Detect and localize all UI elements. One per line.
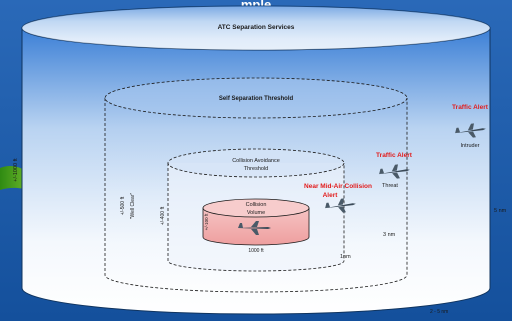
nmac-alert-line2: Alert [323,192,339,199]
atc-height-label: +/-1000 ft [13,158,19,182]
collision-avoidance-title-line2: Threshold [244,166,268,172]
collision-avoidance-height-label: +/-400 ft [160,206,166,225]
atc-title: ATC Separation Services [218,24,295,31]
ownship-aircraft-icon [238,221,271,235]
self-separation-radius-label: 3 nm [383,232,396,238]
collision-volume-cylinder [202,198,310,246]
collision-volume-height-label: +/-100 ft [204,213,209,230]
nmac-aircraft-icon [325,198,356,213]
threat-label: Threat [382,183,398,189]
threat-aircraft-icon [379,164,410,179]
well-clear-note: "Well Clear" [130,193,136,220]
collision-volume-radius-label: 1000 ft [248,248,264,254]
collision-avoidance-radius-label: 1nm [340,254,351,260]
intruder-aircraft-icon [455,123,486,138]
collision-volume-title-line2: Volume [247,210,265,216]
intruder-label: Intruder [461,143,480,149]
self-separation-title: Self Separation Threshold [219,96,294,102]
self-separation-height-label: +/-500 ft [120,196,126,215]
collision-avoidance-title-line1: Collision Avoidance [232,158,280,164]
traffic-alert-outer: Traffic Alert [452,104,489,111]
atc-radius-label: 5 nm [494,208,507,214]
traffic-alert-inner: Traffic Alert [376,152,413,159]
collision-volume-title-line1: Collision [246,202,267,208]
nmac-alert-line1: Near Mid-Air Collision [304,183,372,190]
outer-radius-label: 2 - 5 nm [430,309,448,315]
